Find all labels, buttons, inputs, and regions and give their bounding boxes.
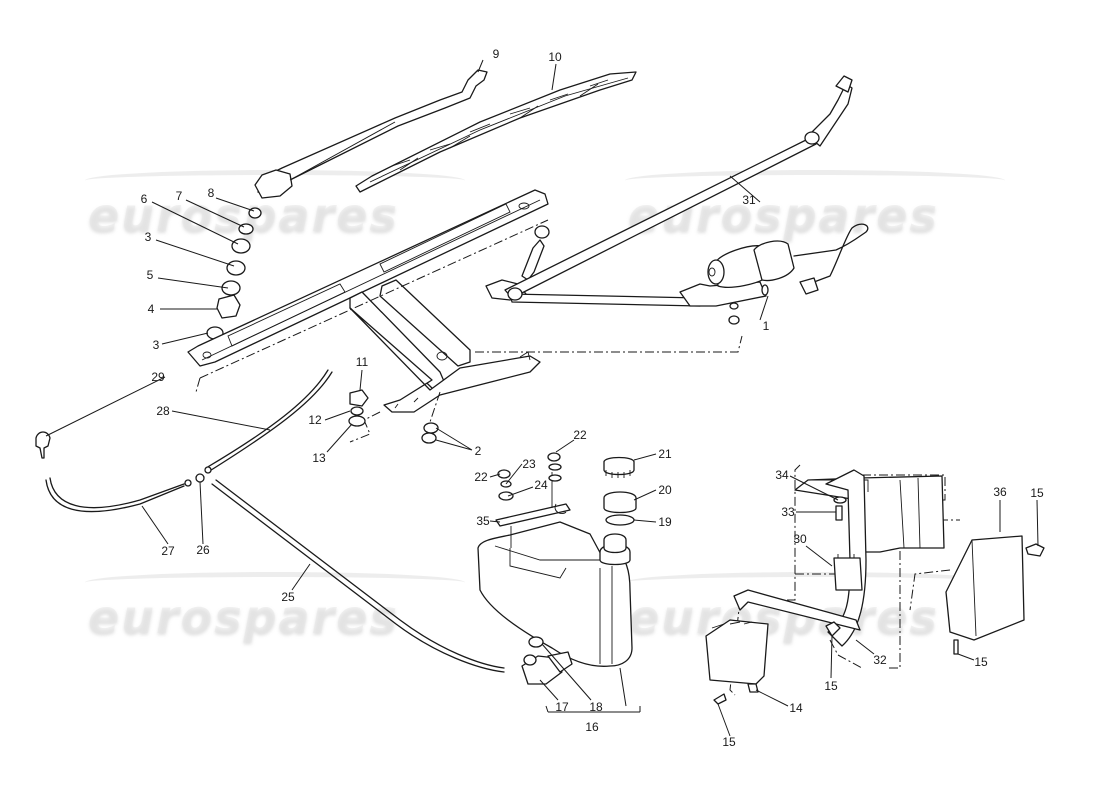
wiper-mounting-plate [187,189,549,413]
callout-15: 15 [824,679,838,693]
washer-reservoir [477,456,637,667]
callout-33: 33 [781,505,795,519]
callout-4: 4 [147,302,155,316]
callout-23: 23 [522,457,536,471]
callout-10: 10 [548,50,562,64]
callout-14: 14 [789,701,803,715]
callout-3: 3 [152,338,160,352]
callout-24: 24 [534,478,548,492]
callout-34: 34 [775,468,789,482]
callout-15: 15 [974,655,988,669]
callout-27: 27 [161,544,175,558]
nut-washer-stack [348,389,369,427]
callout-30: 30 [793,532,807,546]
callout-9: 9 [492,47,500,61]
callout-35: 35 [476,514,490,528]
control-unit [705,619,769,705]
callout-5: 5 [146,268,154,282]
callout-12: 12 [308,413,322,427]
callout-7: 7 [175,189,183,203]
wiper-linkage [504,75,853,307]
callout-1: 1 [762,319,770,333]
relay-cover [945,535,1045,655]
leader-lines [45,59,1039,737]
callout-17: 17 [555,700,569,714]
callout-2: 2 [474,444,482,458]
callout-11: 11 [355,355,369,369]
reservoir-bracket [495,452,571,527]
callout-36: 36 [993,485,1007,499]
callout-20: 20 [658,483,672,497]
callout-19: 19 [658,515,672,529]
callout-32: 32 [873,653,887,667]
grommet-pair [421,422,439,444]
wiper-motor [679,223,869,325]
wiper-blade [355,71,637,193]
callout-21: 21 [658,447,672,461]
wiper-arm [254,69,488,199]
callout-8: 8 [207,186,215,200]
relay-bracket-assembly [733,469,945,647]
callout-31: 31 [742,193,756,207]
callout-22: 22 [474,470,488,484]
washer-hoses [35,369,505,673]
callout-16: 16 [585,720,599,734]
callout-18: 18 [589,700,603,714]
callout-22: 22 [573,428,587,442]
callout-3: 3 [144,230,152,244]
callout-15: 15 [722,735,736,749]
callout-25: 25 [281,590,295,604]
callout-13: 13 [312,451,326,465]
callout-29: 29 [151,370,165,384]
callout-15: 15 [1030,486,1044,500]
callout-6: 6 [140,192,148,206]
callout-28: 28 [156,404,170,418]
callout-26: 26 [196,543,210,557]
